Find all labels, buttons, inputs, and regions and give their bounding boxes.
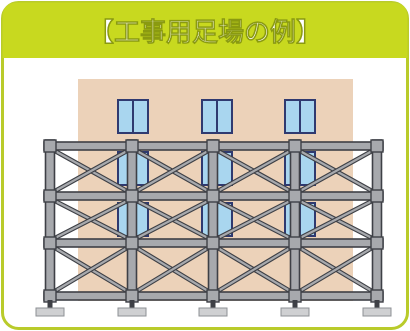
scaffold-coupler [43, 236, 57, 250]
base-block [117, 307, 147, 317]
scaffold-coupler [43, 139, 57, 153]
scaffold-coupler [288, 236, 302, 250]
base-block [35, 307, 65, 317]
title-header-band [2, 2, 408, 58]
scaffold-cross-brace-fill [53, 149, 129, 193]
scaffold-coupler [370, 189, 384, 203]
base-jack [129, 300, 135, 308]
scaffold-coupler [288, 189, 302, 203]
scaffold-cross-brace-fill [53, 246, 129, 293]
scaffold-cross-brace-fill [135, 246, 210, 293]
scaffold-coupler [43, 189, 57, 203]
scaffold-cross-brace-fill [298, 149, 374, 193]
scaffold-post [207, 139, 219, 301]
scaffold-post [289, 139, 301, 301]
scaffold-cross-brace-fill [216, 149, 292, 193]
scaffold-coupler [206, 236, 220, 250]
scaffold-cross-brace-fill [53, 199, 129, 240]
scaffold-coupler [370, 139, 384, 153]
scaffold-coupler [206, 139, 220, 153]
base-jack [47, 300, 53, 308]
scaffold-structure [43, 139, 384, 303]
scaffold-coupler [125, 236, 139, 250]
scaffold-cross-brace-fill [298, 199, 374, 240]
scaffold-cross-brace-fill [135, 199, 210, 240]
base-jack [374, 300, 380, 308]
window [117, 99, 149, 134]
scaffold-coupler [125, 139, 139, 153]
scaffold-post [371, 139, 383, 301]
base-block [198, 307, 228, 317]
scaffold-post [44, 139, 56, 301]
scaffold-coupler [125, 189, 139, 203]
scaffold-post [126, 139, 138, 301]
scaffold-cross-brace-fill [216, 199, 292, 240]
scaffold-coupler [288, 139, 302, 153]
base-block [280, 307, 310, 317]
scaffold-cross-brace-fill [216, 246, 292, 293]
scaffold-coupler [206, 189, 220, 203]
base-block [362, 307, 392, 317]
page-title: 【工事用足場の例】 [88, 18, 322, 48]
window [201, 99, 233, 134]
base-jack [292, 300, 298, 308]
window [284, 99, 316, 134]
scaffold-cross-brace-fill [135, 149, 210, 193]
scaffold-coupler [370, 236, 384, 250]
base-jack [210, 300, 216, 308]
scaffold-base-blocks [35, 300, 392, 317]
scaffold-cross-brace-fill [298, 246, 374, 293]
